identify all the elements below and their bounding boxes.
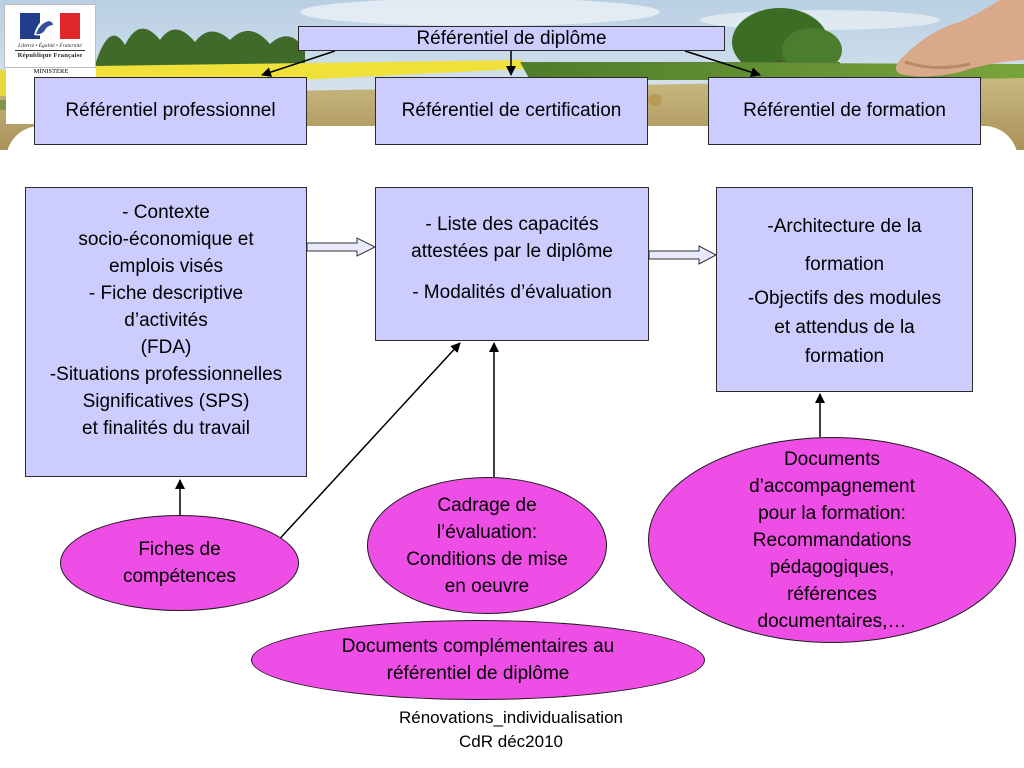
content-line: socio-économique et bbox=[78, 229, 254, 250]
content-line: formation bbox=[804, 254, 885, 275]
content-line: -Situations professionnelles bbox=[49, 364, 283, 385]
ministry-line: MINISTÈRE bbox=[33, 68, 69, 75]
content-spacer bbox=[376, 265, 648, 279]
tree-line bbox=[96, 28, 305, 70]
oval-line: Documents bbox=[783, 448, 881, 470]
footer-line: CdR déc2010 bbox=[459, 732, 563, 751]
content-line: - Contexte bbox=[122, 202, 210, 223]
hand bbox=[896, 0, 1024, 77]
content-line: -Architecture de la bbox=[767, 216, 922, 237]
oval-line: pédagogiques, bbox=[769, 556, 895, 578]
content-line: emplois visés bbox=[108, 256, 224, 277]
content-line: attestées par le diplôme bbox=[411, 241, 613, 262]
content-line: Significatives (SPS) bbox=[82, 391, 250, 412]
slide-footer: Rénovations_individualisation CdR déc201… bbox=[346, 706, 676, 754]
logo-republic: République Française bbox=[17, 52, 83, 59]
oval-line: l’évaluation: bbox=[436, 521, 538, 543]
oval-documents-accompagnement: Documents d’accompagnement pour la forma… bbox=[648, 437, 1016, 643]
oval-line: en oeuvre bbox=[444, 575, 530, 597]
oval-fiches-competences: Fiches de compétences bbox=[60, 515, 299, 611]
content-line: - Liste des capacités bbox=[425, 214, 599, 235]
content-line: (FDA) bbox=[140, 337, 192, 358]
logo-divider bbox=[15, 50, 85, 51]
content-line: - Fiche descriptive bbox=[88, 283, 244, 304]
oval-line: Cadrage de bbox=[437, 494, 537, 516]
content-box-certification: - Liste des capacités attestées par le d… bbox=[375, 187, 649, 341]
oval-line: Documents complémentaires au bbox=[341, 636, 615, 657]
oval-line: référentiel de diplôme bbox=[386, 663, 570, 684]
content-line: d’activités bbox=[124, 310, 208, 331]
oval-line: Fiches de bbox=[138, 539, 221, 560]
oval-line: pour la formation: bbox=[758, 502, 906, 524]
oval-documents-complementaires: Documents complémentaires au référentiel… bbox=[251, 620, 705, 700]
logo-motto: Liberté • Égalité • Fraternité bbox=[18, 43, 82, 49]
footer-line: Rénovations_individualisation bbox=[399, 708, 623, 727]
content-box-formation: -Architecture de la formation -Objectifs… bbox=[716, 187, 973, 392]
oval-line: Recommandations bbox=[752, 529, 912, 551]
oval-line: d’accompagnement bbox=[749, 475, 915, 497]
oval-cadrage-evaluation: Cadrage de l’évaluation: Conditions de m… bbox=[367, 477, 607, 614]
republic-logo: Liberté • Égalité • Fraternité Républiqu… bbox=[4, 4, 96, 68]
root-box-referentiel-diplome: Référentiel de diplôme bbox=[298, 26, 725, 51]
content-line: - Modalités d’évaluation bbox=[412, 282, 612, 303]
content-line: -Objectifs des modules bbox=[747, 288, 942, 309]
box-referentiel-formation: Référentiel de formation bbox=[708, 77, 981, 145]
oval-line: compétences bbox=[122, 566, 236, 587]
cloud bbox=[300, 0, 660, 26]
oval-line: documentaires,… bbox=[757, 610, 907, 632]
box-referentiel-certification: Référentiel de certification bbox=[375, 77, 648, 145]
content-line: et attendus de la bbox=[774, 317, 915, 338]
oval-line: références bbox=[787, 583, 877, 605]
hay-bale bbox=[648, 94, 662, 106]
marianne-flag-icon bbox=[20, 13, 80, 39]
oval-line: Conditions de mise bbox=[406, 548, 568, 570]
tree-right bbox=[782, 28, 842, 72]
content-line: formation bbox=[804, 346, 885, 367]
content-line: et finalités du travail bbox=[82, 418, 250, 439]
hand-shadow bbox=[904, 60, 971, 70]
box-referentiel-professionnel: Référentiel professionnel bbox=[34, 77, 307, 145]
content-box-professionnel: - Contexte socio-économique et emplois v… bbox=[25, 187, 307, 477]
